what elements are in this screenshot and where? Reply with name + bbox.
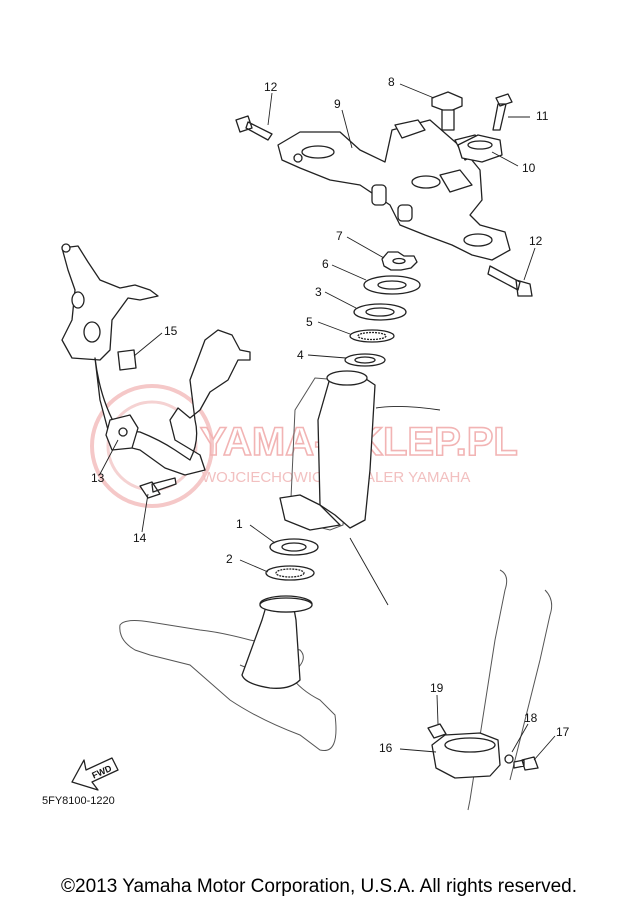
part-18-washer bbox=[504, 754, 514, 764]
fork-tube-assembly bbox=[427, 569, 553, 811]
callout-1: 1 bbox=[236, 517, 243, 531]
callout-8: 8 bbox=[388, 75, 395, 89]
callout-9: 9 bbox=[334, 97, 341, 111]
callout-labels: 1 2 3 4 5 6 7 8 9 10 11 12 12 13 14 15 1… bbox=[91, 75, 570, 755]
callout-18: 18 bbox=[524, 711, 538, 725]
callout-12-right: 12 bbox=[529, 234, 543, 248]
part-12-bolt-right bbox=[487, 265, 533, 297]
callout-5: 5 bbox=[306, 315, 313, 329]
callout-6: 6 bbox=[322, 257, 329, 271]
watermark-logo bbox=[90, 384, 214, 508]
callout-11: 11 bbox=[536, 109, 549, 123]
lower-bracket-outline bbox=[119, 620, 337, 752]
fwd-arrow: FWD bbox=[71, 757, 119, 791]
callout-12-left: 12 bbox=[264, 80, 278, 94]
part-12-bolt-left bbox=[235, 115, 273, 141]
callout-13: 13 bbox=[91, 471, 105, 485]
bolts bbox=[235, 91, 533, 297]
leader-lines bbox=[99, 83, 556, 761]
callout-19: 19 bbox=[430, 681, 444, 695]
callout-15: 15 bbox=[164, 324, 178, 338]
callout-4: 4 bbox=[297, 348, 304, 362]
callout-2: 2 bbox=[226, 552, 233, 566]
part-10-clamp bbox=[457, 134, 503, 163]
part-8-bolt bbox=[431, 91, 463, 113]
left-bracket bbox=[61, 243, 251, 499]
callout-16: 16 bbox=[379, 741, 393, 755]
steering-stem bbox=[241, 370, 376, 689]
callout-3: 3 bbox=[315, 285, 322, 299]
callout-7: 7 bbox=[336, 229, 343, 243]
seal bbox=[259, 597, 313, 613]
lower-bearing-parts bbox=[259, 538, 319, 613]
callout-10: 10 bbox=[522, 161, 536, 175]
part-19-bolt bbox=[427, 723, 447, 739]
upper-bearing-parts bbox=[344, 251, 421, 367]
part-11-bolt bbox=[492, 93, 513, 131]
part-17-bolt bbox=[513, 756, 539, 771]
copyright-footer: ©2013 Yamaha Motor Corporation, U.S.A. A… bbox=[61, 876, 577, 897]
diagram-code: 5FY8100-1220 bbox=[42, 795, 115, 807]
callout-14: 14 bbox=[133, 531, 147, 545]
callout-17: 17 bbox=[556, 725, 570, 739]
